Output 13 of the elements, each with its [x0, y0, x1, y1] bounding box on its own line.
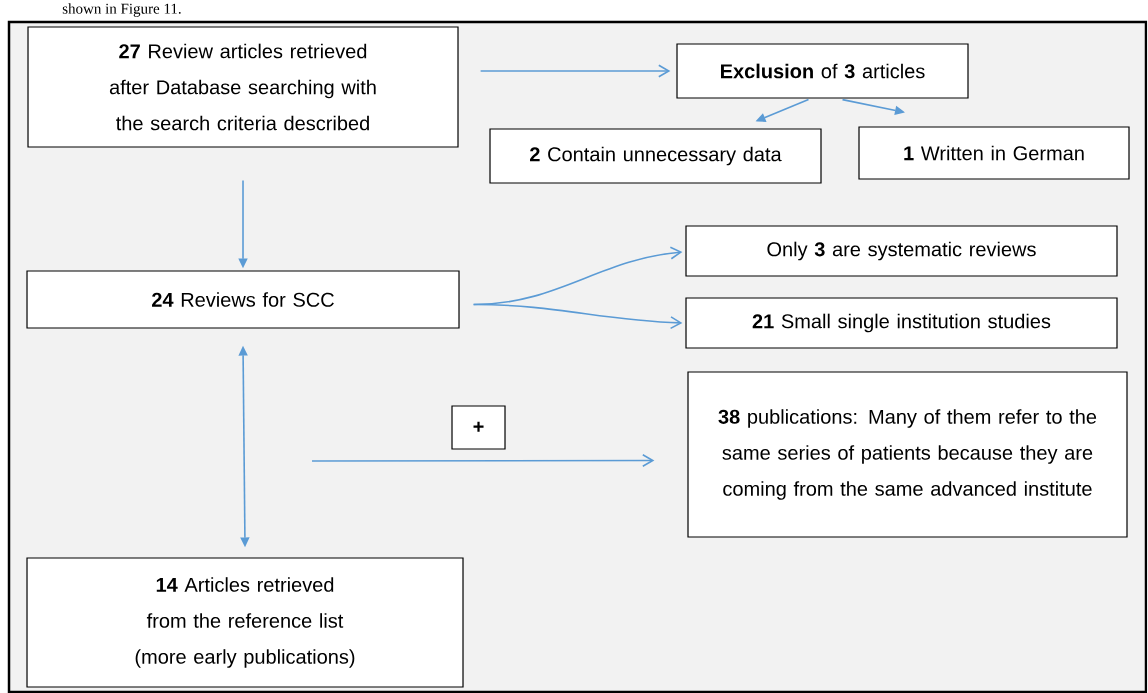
process-box: 24 Reviews for SCC	[26, 270, 460, 329]
process-box: 38 publications: Many of them refer to the same series of patients because they are coming from the same advanced institute	[687, 371, 1128, 538]
plus-box: +	[451, 405, 506, 450]
process-box: Exclusion of 3 articles	[676, 43, 969, 99]
arrow	[472, 303, 683, 330]
process-box: 14 Articles retrieved from the reference list (more early publications)	[26, 557, 464, 688]
arrow	[311, 453, 655, 468]
arrow	[479, 64, 671, 78]
process-box: 27 Review articles retrieved after Database searching with the search criteria described	[27, 26, 459, 148]
process-box: Only 3 are systematic reviews	[685, 225, 1118, 277]
process-box: 2 Contain unnecessary data	[489, 128, 822, 184]
process-box: 1 Written in German	[858, 126, 1130, 180]
process-box: 21 Small single institution studies	[685, 297, 1118, 349]
